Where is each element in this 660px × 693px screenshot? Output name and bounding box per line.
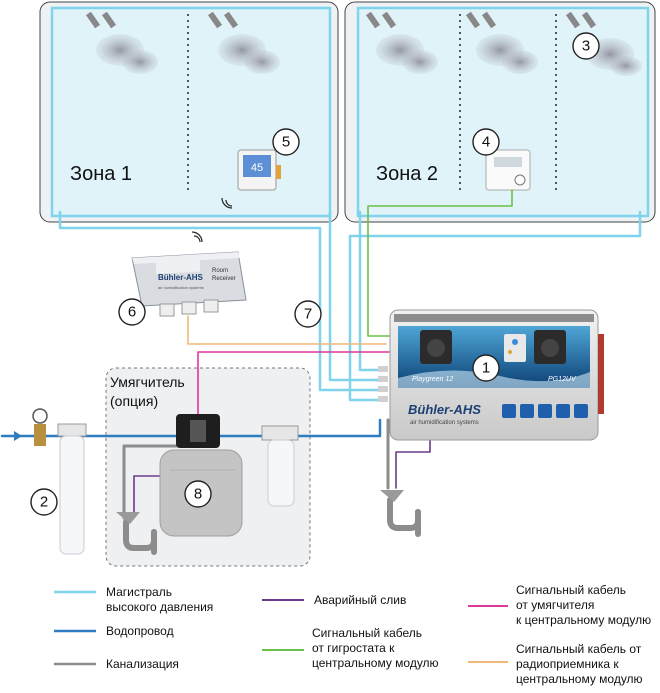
legend-item-softener-cable: Сигнальный кабель от умягчителя к центра… <box>468 583 651 627</box>
number-badge-5: 5 <box>272 128 300 156</box>
number-badge-2: 2 <box>30 488 58 516</box>
legend-label: центральному модулю <box>516 672 643 686</box>
number-badge-7: 7 <box>294 300 322 328</box>
number-8: 8 <box>194 486 202 503</box>
legend-item-hygro-cable: Сигнальный кабель от гигростата к центра… <box>262 626 439 670</box>
receiver-sub: air humidification systems <box>158 285 204 290</box>
legend: Магистраль высокого давления Водопровод … <box>54 583 651 686</box>
zone-1-label: Зона 1 <box>70 163 132 185</box>
legend-label: от гигростата к <box>312 641 395 655</box>
unit-brand: Bühler-AHS <box>408 402 481 417</box>
post-filter <box>261 425 299 507</box>
legend-item-sewer: Канализация <box>54 657 179 671</box>
pre-filter <box>2 408 87 555</box>
receiver-brand: Bühler-AHS <box>158 273 204 282</box>
high-pressure-line <box>348 210 642 402</box>
legend-item-high-pressure: Магистраль высокого давления <box>54 585 213 614</box>
wireless-signal-icon <box>221 197 233 209</box>
legend-label: центральному модулю <box>312 656 439 670</box>
wired-hygrostat <box>485 149 531 191</box>
radio-cable <box>187 315 387 345</box>
unit-sub: air humidification systems <box>410 420 479 426</box>
legend-label: Аварийный слив <box>314 593 406 607</box>
number-7: 7 <box>304 306 312 323</box>
number-5: 5 <box>282 134 290 151</box>
number-badge-4: 4 <box>472 128 500 156</box>
nozzle-4 <box>465 11 538 74</box>
water-supply-line <box>0 418 382 438</box>
legend-label: к центральному модулю <box>516 613 651 627</box>
number-badge-3: 3 <box>572 32 600 60</box>
softener-label-line1: Умягчитель <box>110 374 185 390</box>
pipe-network <box>0 189 642 520</box>
legend-item-drain: Аварийный слив <box>262 593 406 607</box>
number-1: 1 <box>482 360 490 377</box>
softener-cable <box>197 351 393 417</box>
unit-code: PG12UV <box>548 376 577 383</box>
legend-item-radio-cable: Сигнальный кабель от радиоприемника к це… <box>468 642 643 686</box>
number-2: 2 <box>40 494 48 511</box>
wireless-hygrostat: 45 <box>221 149 281 209</box>
legend-label: Сигнальный кабель <box>312 626 422 640</box>
high-pressure-line <box>358 210 382 372</box>
legend-label: Магистраль <box>106 585 172 599</box>
wireless-signal-icon <box>191 231 203 243</box>
legend-label: Сигнальный кабель от <box>516 642 642 656</box>
siphon-unit <box>387 497 421 537</box>
radio-receiver: Bühler-AHS air humidification systems Ro… <box>131 231 247 317</box>
number-badge-6: 6 <box>118 298 146 326</box>
legend-item-water: Водопровод <box>54 624 174 638</box>
receiver-name-line2: Receiver <box>212 276 236 282</box>
nozzle-3 <box>365 11 438 74</box>
zone-1: Зона 1 <box>39 1 339 223</box>
legend-label: радиоприемника к <box>516 657 619 671</box>
legend-label: Сигнальный кабель <box>516 583 626 597</box>
legend-label: высокого давления <box>106 600 213 614</box>
unit-model: Playgreen 12 <box>412 376 453 383</box>
nozzle-group <box>85 11 642 76</box>
siphon-funnel-icon <box>380 490 404 502</box>
hygrostat-cable <box>367 189 513 337</box>
hygrostat-display: 45 <box>251 162 263 174</box>
legend-label: от умягчителя <box>516 598 594 612</box>
siphon-softener <box>123 519 157 555</box>
nozzle-1 <box>85 11 158 74</box>
number-6: 6 <box>128 304 136 321</box>
nozzle-2 <box>207 11 280 74</box>
drain-line <box>133 475 167 513</box>
central-unit: Playgreen 12 PG12UV Bühler-AHS air humid… <box>378 309 604 441</box>
zone-2-label: Зона 2 <box>376 163 438 185</box>
softener-label-line2: (опция) <box>110 393 158 409</box>
receiver-name-line1: Room <box>212 268 228 274</box>
high-pressure-line <box>58 210 382 392</box>
number-badge-8: 8 <box>184 480 212 508</box>
number-3: 3 <box>582 38 590 55</box>
number-4: 4 <box>482 134 490 151</box>
number-badge-1: 1 <box>472 354 500 382</box>
siphon-funnel-icon <box>116 512 140 524</box>
sewer-line <box>122 444 192 520</box>
legend-label: Канализация <box>106 657 179 671</box>
high-pressure-line <box>328 210 382 382</box>
legend-label: Водопровод <box>106 624 174 638</box>
